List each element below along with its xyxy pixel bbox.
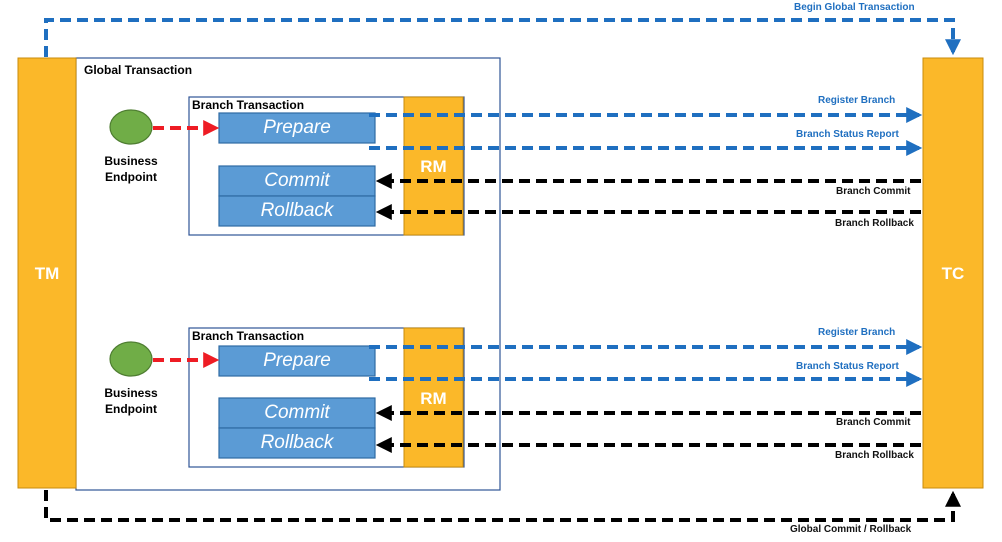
branch-rollback-label: Branch Rollback — [835, 218, 914, 229]
branch-status-report-label: Branch Status Report — [796, 129, 899, 140]
global-commit-rollback-label: Global Commit / Rollback — [790, 524, 912, 535]
business-endpoint-label: Business Endpoint — [91, 385, 171, 417]
prepare-box — [218, 345, 376, 377]
branch-rollback-label: Branch Rollback — [835, 450, 914, 461]
prepare-label: Prepare — [263, 350, 331, 371]
branch-transaction-label: Branch Transaction — [192, 98, 305, 112]
branch-commit-label: Branch Commit — [836, 186, 911, 197]
business-endpoint-line1: Business — [104, 154, 158, 168]
rollback-label: Rollback — [260, 200, 334, 221]
prepare-box — [218, 112, 376, 144]
tc-label: TC — [941, 264, 965, 283]
prepare-label: Prepare — [263, 117, 331, 138]
tc-box — [922, 57, 984, 489]
business-endpoint-line2: Endpoint — [105, 402, 157, 416]
business-endpoint-icon — [109, 341, 153, 377]
business-endpoint-line1: Business — [104, 386, 158, 400]
register-branch-label: Register Branch — [818, 95, 896, 106]
commit-label: Commit — [264, 402, 330, 423]
rm-label: RM — [420, 157, 447, 176]
business-endpoint-icon — [109, 109, 153, 145]
business-endpoint-line2: Endpoint — [105, 170, 157, 184]
global-transaction-label: Global Transaction — [84, 63, 193, 77]
begin-global-transaction-label: Begin Global Transaction — [794, 2, 915, 13]
register-branch-label: Register Branch — [818, 327, 896, 338]
rollback-box — [218, 427, 376, 459]
tm-label: TM — [34, 264, 60, 283]
branch-transaction-label: Branch Transaction — [192, 329, 305, 343]
branch-status-report-label: Branch Status Report — [796, 361, 899, 372]
begin-global-transaction-arrow — [44, 18, 961, 57]
business-endpoint-label: Business Endpoint — [91, 153, 171, 185]
rollback-label: Rollback — [260, 432, 334, 453]
commit-box — [218, 397, 376, 429]
branch-commit-label: Branch Commit — [836, 417, 911, 428]
commit-label: Commit — [264, 170, 330, 191]
tm-box — [17, 57, 77, 489]
rollback-box — [218, 195, 376, 227]
global-commit-rollback-arrow — [44, 490, 961, 522]
rm-label: RM — [420, 389, 447, 408]
